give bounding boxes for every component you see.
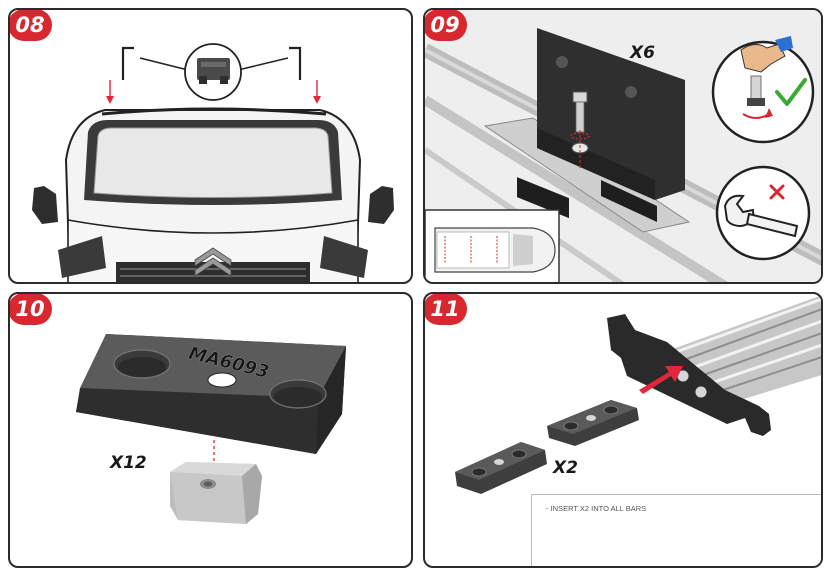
van-front-roof-illustration [32,43,394,282]
quantity-label: X2 [553,458,578,478]
step-09-panel: 09 X6 [423,8,823,284]
bolt [570,91,590,170]
hand-tighten-callout [711,36,815,144]
step-number-badge: 10 [10,294,52,325]
step-08-panel: 08 [8,8,413,284]
wrench-callout [715,165,811,261]
spacer-block [76,334,346,454]
bar-insert-illustration [455,295,821,494]
bar-end-cap [607,314,771,436]
checkmark-icon [775,78,807,106]
quantity-label: X6 [630,43,655,63]
right-foot-hook [289,46,302,80]
step-number-badge: 08 [10,10,52,41]
step-11-panel: 11 X2 - INSERT X2 INTO ALL BARS [423,292,823,568]
step-number-badge: 11 [425,294,467,325]
right-mirror [368,186,394,224]
quantity-label: X12 [110,453,147,473]
insert-arrow-icon [639,366,683,394]
step-number-badge: 09 [425,10,467,41]
instruction-note-text: - INSERT X2 INTO ALL BARS [546,504,647,513]
van-top-view-inset [425,209,560,282]
mounting-bracket [517,28,685,222]
step-10-panel: MA6093 10 X12 [8,292,413,568]
spacer-piece-lower [455,442,547,494]
left-foot-hook [121,46,134,80]
left-mirror [32,186,58,224]
down-arrow-right-icon [313,80,321,104]
instruction-note-box: - INSERT X2 INTO ALL BARS [531,494,821,566]
spacer-piece-upper [547,400,639,446]
spacer-block-illustration: MA6093 [76,334,346,524]
square-nut-plate [170,462,262,524]
cross-icon [769,184,785,200]
wrench-icon [723,194,799,238]
bracket-mounting-illustration [425,10,821,282]
down-arrow-left-icon [106,80,114,104]
fitting-detail-callout [184,43,242,101]
